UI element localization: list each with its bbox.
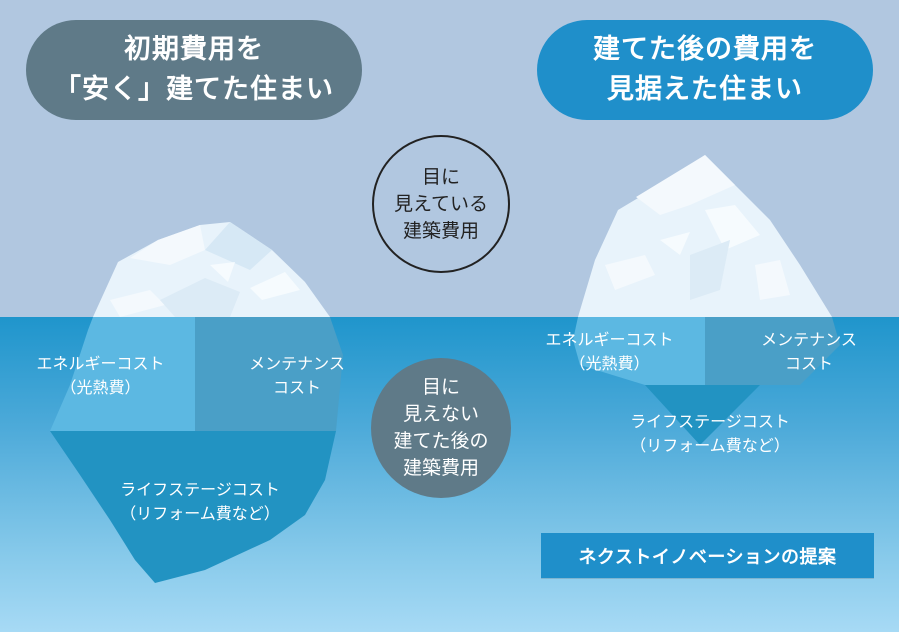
left-energy-block <box>50 317 195 431</box>
right-energy-cost-label: エネルギーコスト （光熱費） <box>527 328 692 376</box>
right-lifestage-line2: （リフォーム費など） <box>630 436 790 455</box>
left-energy-line1: エネルギーコスト <box>36 354 165 373</box>
left-lifestage-line2: （リフォーム費など） <box>120 504 280 523</box>
right-lifestage-block <box>645 385 760 445</box>
future-cost-house-header: 建てた後の費用を 見据えた住まい <box>537 20 873 120</box>
left-iceberg-tip <box>93 222 330 317</box>
visible-circle-line3: 建築費用 <box>402 219 479 242</box>
hidden-circle-line4: 建築費用 <box>402 457 479 479</box>
visible-cost-circle: 目に 見えている 建築費用 <box>372 135 510 273</box>
visible-circle-line1: 目に <box>421 165 460 188</box>
hidden-circle-line2: 見えない <box>402 403 479 425</box>
left-energy-cost-label: エネルギーコスト （光熱費） <box>18 352 183 400</box>
right-energy-block <box>573 317 705 385</box>
right-maintenance-block <box>705 317 840 385</box>
hidden-circle-line1: 目に <box>421 376 460 398</box>
hidden-circle-line3: 建てた後の <box>393 430 489 452</box>
right-lifestage-cost-label: ライフステージコスト （リフォーム費など） <box>605 410 815 458</box>
left-lifestage-cost-label: ライフステージコスト （リフォーム費など） <box>95 478 305 526</box>
right-energy-line2: （光熱費） <box>569 354 650 373</box>
right-maintenance-line2: コスト <box>784 354 833 373</box>
initial-cost-house-header: 初期費用を 「安く」建てた住まい <box>26 20 362 120</box>
left-lifestage-block <box>50 431 336 583</box>
right-header-line1: 建てた後の費用を <box>593 34 817 65</box>
left-energy-line2: （光熱費） <box>60 378 141 397</box>
right-lifestage-line1: ライフステージコスト <box>630 412 790 431</box>
right-maintenance-line1: メンテナンス <box>761 330 857 349</box>
left-header-line2: 「安く」建てた住まい <box>54 74 334 105</box>
right-maintenance-cost-label: メンテナンス コスト <box>744 328 874 376</box>
left-maintenance-block <box>195 317 343 431</box>
proposal-badge-label: ネクストイノベーションの提案 <box>578 546 837 568</box>
left-header-line1: 初期費用を <box>124 34 264 65</box>
next-innovation-proposal-badge: ネクストイノベーションの提案 <box>541 533 874 578</box>
right-iceberg-tip <box>578 155 832 317</box>
left-maintenance-line2: コスト <box>272 378 321 397</box>
visible-circle-line2: 見えている <box>393 192 489 215</box>
left-maintenance-line1: メンテナンス <box>249 354 345 373</box>
left-maintenance-cost-label: メンテナンス コスト <box>232 352 362 400</box>
right-energy-line1: エネルギーコスト <box>545 330 674 349</box>
hidden-cost-circle: 目に 見えない 建てた後の 建築費用 <box>371 358 511 498</box>
right-header-line2: 見据えた住まい <box>607 74 803 105</box>
left-lifestage-line1: ライフステージコスト <box>120 480 280 499</box>
